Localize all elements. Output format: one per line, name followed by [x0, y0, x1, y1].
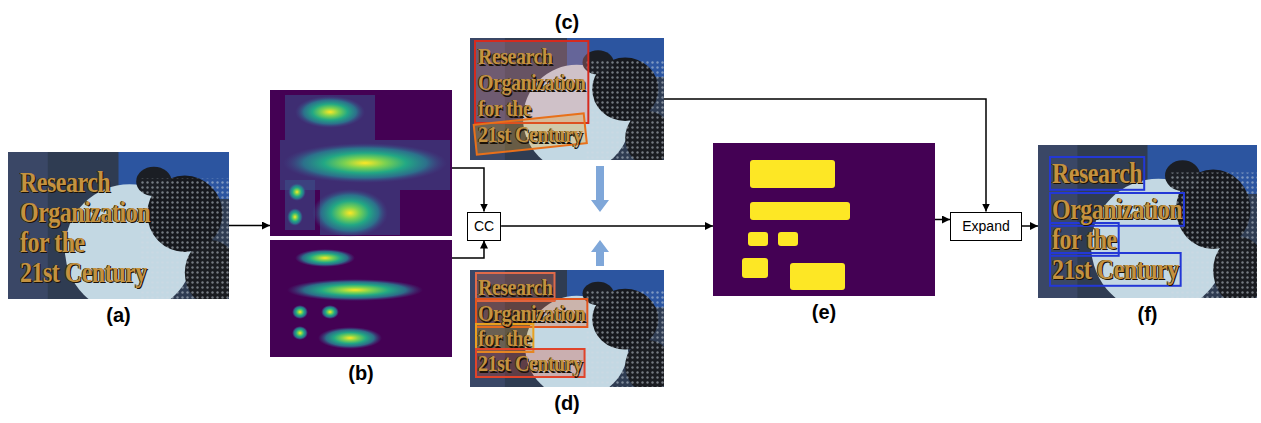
image-panel: (a)ResearchOrganizationfor the21st Centu… — [8, 152, 229, 299]
connector — [664, 99, 986, 212]
scene-text: Organization — [20, 198, 150, 227]
scene-text: for the — [1052, 225, 1117, 254]
word-box — [476, 299, 587, 327]
heat-blob — [283, 143, 447, 183]
scene-text: 21st Century — [1052, 255, 1179, 284]
connector — [229, 225, 270, 226]
blue-block-arrow — [591, 166, 609, 212]
box-label: Expand — [962, 218, 1009, 234]
heat-region — [285, 95, 375, 140]
scene-text: Research — [478, 275, 553, 299]
heatmap-pair — [270, 90, 452, 357]
panel-caption: (a) — [8, 303, 229, 327]
process-box: Expand — [950, 212, 1022, 241]
photo-ground — [470, 38, 664, 160]
connector-line — [935, 219, 950, 221]
connector-line — [1022, 225, 1038, 227]
connector-line — [501, 225, 713, 227]
scene-text: for the — [478, 96, 531, 120]
photo-ground — [1038, 145, 1257, 298]
halftone — [586, 60, 664, 160]
mask-blob — [750, 160, 835, 188]
heat-blob — [312, 189, 388, 237]
process-box: CC — [467, 212, 501, 241]
scene-text: Organization — [1052, 195, 1182, 224]
image-panel: (e) — [713, 143, 935, 296]
scene-text: Organization — [478, 301, 585, 325]
scene-text: Research — [478, 44, 553, 68]
mask-blob — [742, 258, 768, 278]
connector — [501, 226, 713, 227]
panel-caption: (b) — [270, 361, 452, 385]
blue-block-arrow — [591, 240, 609, 266]
scene-photo — [1038, 145, 1257, 298]
scene-text: Research — [1052, 159, 1142, 188]
panel-caption: (f) — [1038, 302, 1257, 326]
heat-blob — [318, 327, 382, 349]
detected-box — [1050, 193, 1184, 226]
image-panel: (c)ResearchOrganizationfor the21st Centu… — [470, 38, 664, 160]
halftone — [1169, 173, 1257, 298]
halftone — [586, 291, 664, 387]
image-panel: (f)ResearchOrganizationfor the21st Centu… — [1038, 145, 1257, 298]
scene-text: 21st Century — [20, 258, 147, 287]
heat-blob — [321, 305, 339, 319]
region-box — [475, 41, 588, 123]
heatmap — [270, 240, 452, 357]
mask-blob — [750, 202, 850, 220]
scene-photo — [470, 270, 664, 387]
detected-box — [1050, 253, 1181, 286]
connector-line — [452, 168, 484, 212]
word-box — [476, 324, 533, 352]
panel-caption: (c) — [470, 10, 664, 34]
image-panel: (d)ResearchOrganizationfor the21st Centu… — [470, 270, 664, 387]
scene-photo — [470, 38, 664, 160]
photo-ground — [8, 152, 229, 299]
connector — [1022, 226, 1038, 227]
mask-blob — [778, 232, 798, 246]
mask-blob — [748, 232, 768, 246]
connector-line — [452, 241, 484, 259]
word-box — [476, 273, 555, 301]
scene-text: for the — [478, 326, 531, 350]
image-panel: (b) — [270, 90, 452, 357]
heat-blob — [295, 249, 355, 267]
word-box — [476, 349, 585, 377]
heatmap — [270, 90, 452, 236]
heat-blob — [287, 208, 303, 226]
scene-text: 21st Century — [478, 122, 583, 146]
scene-text: for the — [20, 228, 85, 257]
heat-blob — [287, 279, 423, 301]
scene-text: Organization — [478, 70, 585, 94]
connector-line — [229, 225, 270, 227]
heat-region — [285, 180, 315, 230]
connector-line — [664, 99, 986, 212]
detection-overlays — [474, 41, 1184, 377]
scene-photo — [8, 152, 229, 299]
heat-blob — [295, 96, 365, 128]
scene-text: Research — [20, 168, 110, 197]
heat-blob — [288, 183, 306, 201]
box-label: CC — [474, 218, 494, 234]
detected-box — [1050, 223, 1119, 256]
panel-caption: (e) — [713, 300, 935, 324]
scene-text: 21st Century — [478, 351, 583, 375]
halftone — [141, 178, 229, 299]
detected-box — [1050, 157, 1144, 190]
heat-blob — [292, 305, 308, 319]
connector — [935, 219, 950, 220]
mask-blob — [790, 263, 845, 290]
mask-ground — [713, 143, 935, 296]
panel-caption: (d) — [470, 391, 664, 415]
heat-blob — [292, 326, 308, 340]
text-mask — [713, 143, 935, 296]
